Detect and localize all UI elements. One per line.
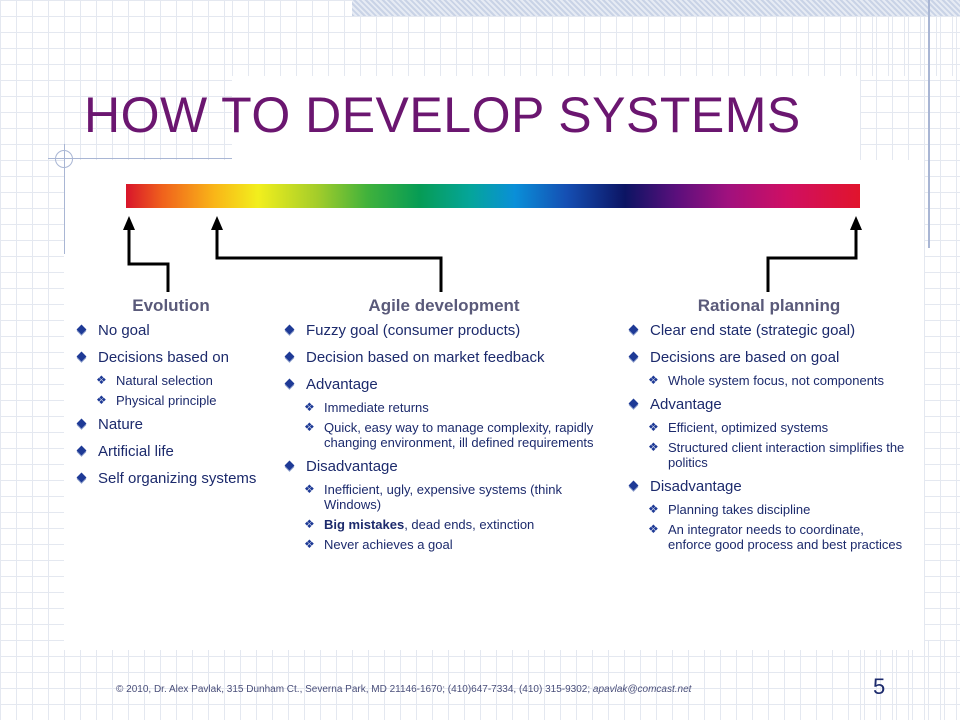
sub-list-item: ❖Natural selection: [96, 373, 213, 388]
rational-heading: Rational planning: [697, 296, 841, 315]
spectrum-bar: [126, 184, 860, 208]
list-item: No goal: [76, 322, 266, 340]
decorative-line: [928, 0, 930, 248]
page-number: 5: [873, 674, 886, 699]
decorative-line: [48, 158, 232, 159]
clover-bullet-icon: ❖: [648, 440, 659, 454]
clover-bullet-icon: ❖: [304, 537, 315, 551]
list-item: Clear end state (strategic goal): [628, 322, 910, 340]
clover-bullet-icon: ❖: [304, 420, 315, 434]
list-item: Decisions are based on goal: [628, 349, 910, 367]
clover-bullet-icon: ❖: [304, 400, 315, 414]
diamond-bullet-icon: [76, 472, 87, 483]
agile-arrowhead: [211, 216, 223, 230]
diamond-bullet-icon: [284, 378, 295, 389]
sub-list-item: ❖Immediate returns: [304, 400, 429, 415]
clover-bullet-icon: ❖: [96, 373, 107, 387]
diamond-bullet-icon: [628, 480, 639, 491]
sub-list-item: ❖Inefficient, ugly, expensive systems (t…: [304, 482, 562, 512]
sub-list-item: ❖Quick, easy way to manage complexity, r…: [304, 420, 594, 450]
sub-list-item: ❖Whole system focus, not components: [648, 373, 885, 388]
decorative-circle: [55, 150, 73, 168]
diamond-bullet-icon: [76, 324, 87, 335]
sub-list-item: ❖Never achieves a goal: [304, 537, 453, 552]
copyright-footer: © 2010, Dr. Alex Pavlak, 315 Dunham Ct.,…: [116, 684, 692, 695]
clover-bullet-icon: ❖: [648, 420, 659, 434]
diamond-bullet-icon: [628, 351, 639, 362]
sub-list-item: ❖Big mistakes, dead ends, extinction: [304, 517, 535, 532]
background-grid: [0, 640, 960, 720]
sub-list-item: ❖An integrator needs to coordinate, enfo…: [648, 522, 903, 552]
big-mistakes-bold-text: Big mistakes: [324, 517, 405, 532]
clover-bullet-icon: ❖: [304, 517, 315, 531]
evolution-heading: Evolution: [132, 296, 210, 315]
diamond-bullet-icon: [76, 445, 87, 456]
evolution-arrowhead: [123, 216, 135, 230]
decorative-line: [64, 144, 65, 254]
rational-arrowhead: [850, 216, 862, 230]
list-item: Disadvantage: [628, 478, 910, 496]
list-item: Nature: [76, 416, 266, 434]
diamond-bullet-icon: [76, 418, 87, 429]
sub-list-item: ❖Physical principle: [96, 393, 217, 408]
diamond-bullet-icon: [284, 460, 295, 471]
clover-bullet-icon: ❖: [648, 522, 659, 536]
rational-arrow: [766, 226, 858, 292]
list-item: Decisions based on: [76, 349, 266, 367]
clover-bullet-icon: ❖: [648, 502, 659, 516]
evolution-arrow: [127, 226, 170, 292]
diamond-bullet-icon: [284, 351, 295, 362]
content-panel: [64, 160, 924, 650]
slide-title: HOW TO DEVELOP SYSTEMS: [84, 87, 801, 143]
agile-heading: Agile development: [368, 296, 520, 315]
list-item: Decision based on market feedback: [284, 349, 614, 367]
agile-arrow: [215, 226, 443, 292]
clover-bullet-icon: ❖: [96, 393, 107, 407]
diamond-bullet-icon: [628, 324, 639, 335]
list-item: Self organizing systems: [76, 470, 266, 488]
diamond-bullet-icon: [284, 324, 295, 335]
agile-column: Agile development Fuzzy goal (consumer p…: [284, 296, 614, 560]
list-item: Fuzzy goal (consumer products): [284, 322, 614, 340]
list-item: Advantage: [628, 396, 910, 414]
clover-bullet-icon: ❖: [648, 373, 659, 387]
list-item: Artificial life: [76, 443, 266, 461]
sub-list-item: ❖Efficient, optimized systems: [648, 420, 829, 435]
sub-list-item: ❖Structured client interaction simplifie…: [648, 440, 905, 470]
rational-column: Rational planning Clear end state (strat…: [628, 296, 910, 560]
list-item: Disadvantage: [284, 458, 614, 476]
sub-list-item: ❖Planning takes discipline: [648, 502, 811, 517]
clover-bullet-icon: ❖: [304, 482, 315, 496]
diamond-bullet-icon: [628, 398, 639, 409]
diamond-bullet-icon: [76, 351, 87, 362]
evolution-column: Evolution No goal Decisions based on ❖Na…: [76, 296, 266, 497]
list-item: Advantage: [284, 376, 614, 394]
footer-email: apavlak@comcast.net: [592, 684, 692, 695]
decorative-shade-bar: [352, 0, 960, 16]
